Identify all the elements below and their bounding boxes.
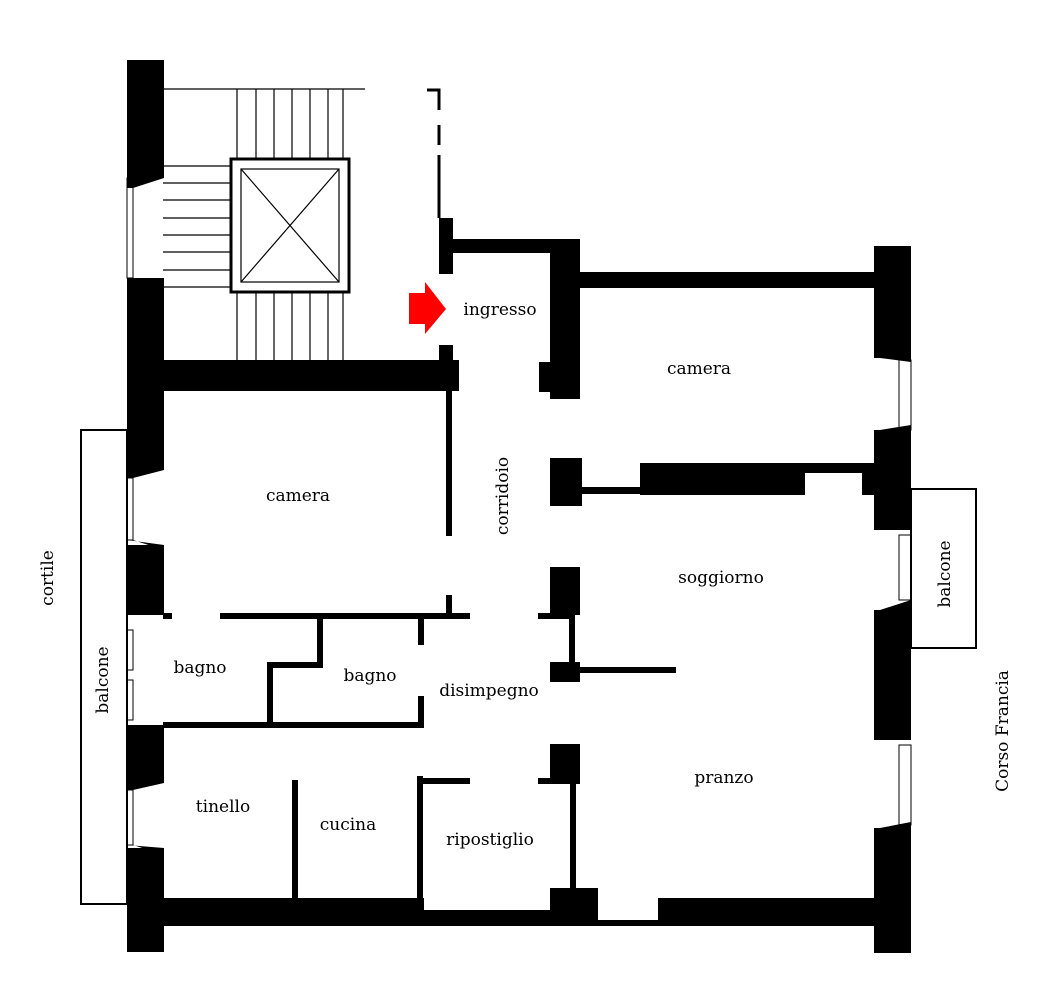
label-cucina: cucina: [320, 815, 377, 835]
entrance-arrow-icon: [409, 282, 446, 334]
label-bagno-left: bagno: [173, 658, 226, 678]
label-ingresso: ingresso: [463, 300, 536, 320]
label-balcone-left: balcone: [93, 646, 113, 713]
label-disimpegno: disimpegno: [439, 681, 539, 701]
windows: [126, 177, 912, 846]
label-corso-francia: Corso Francia: [993, 670, 1013, 792]
staircase: [163, 88, 365, 360]
landing-wall: [427, 88, 441, 218]
label-soggiorno: soggiorno: [678, 568, 764, 588]
walls: [127, 60, 911, 953]
label-corridoio: corridoio: [493, 457, 513, 535]
elevator-icon: [229, 157, 351, 294]
label-camera-top: camera: [667, 359, 731, 379]
label-tinello: tinello: [196, 797, 250, 817]
label-ripostiglio: ripostiglio: [446, 830, 534, 850]
partitions: [163, 390, 676, 910]
label-balcone-right: balcone: [935, 540, 955, 607]
label-pranzo: pranzo: [694, 768, 753, 788]
label-camera-left: camera: [266, 486, 330, 506]
staircase-icon: [163, 88, 365, 360]
label-bagno-center: bagno: [343, 666, 396, 686]
label-cortile: cortile: [38, 550, 58, 606]
